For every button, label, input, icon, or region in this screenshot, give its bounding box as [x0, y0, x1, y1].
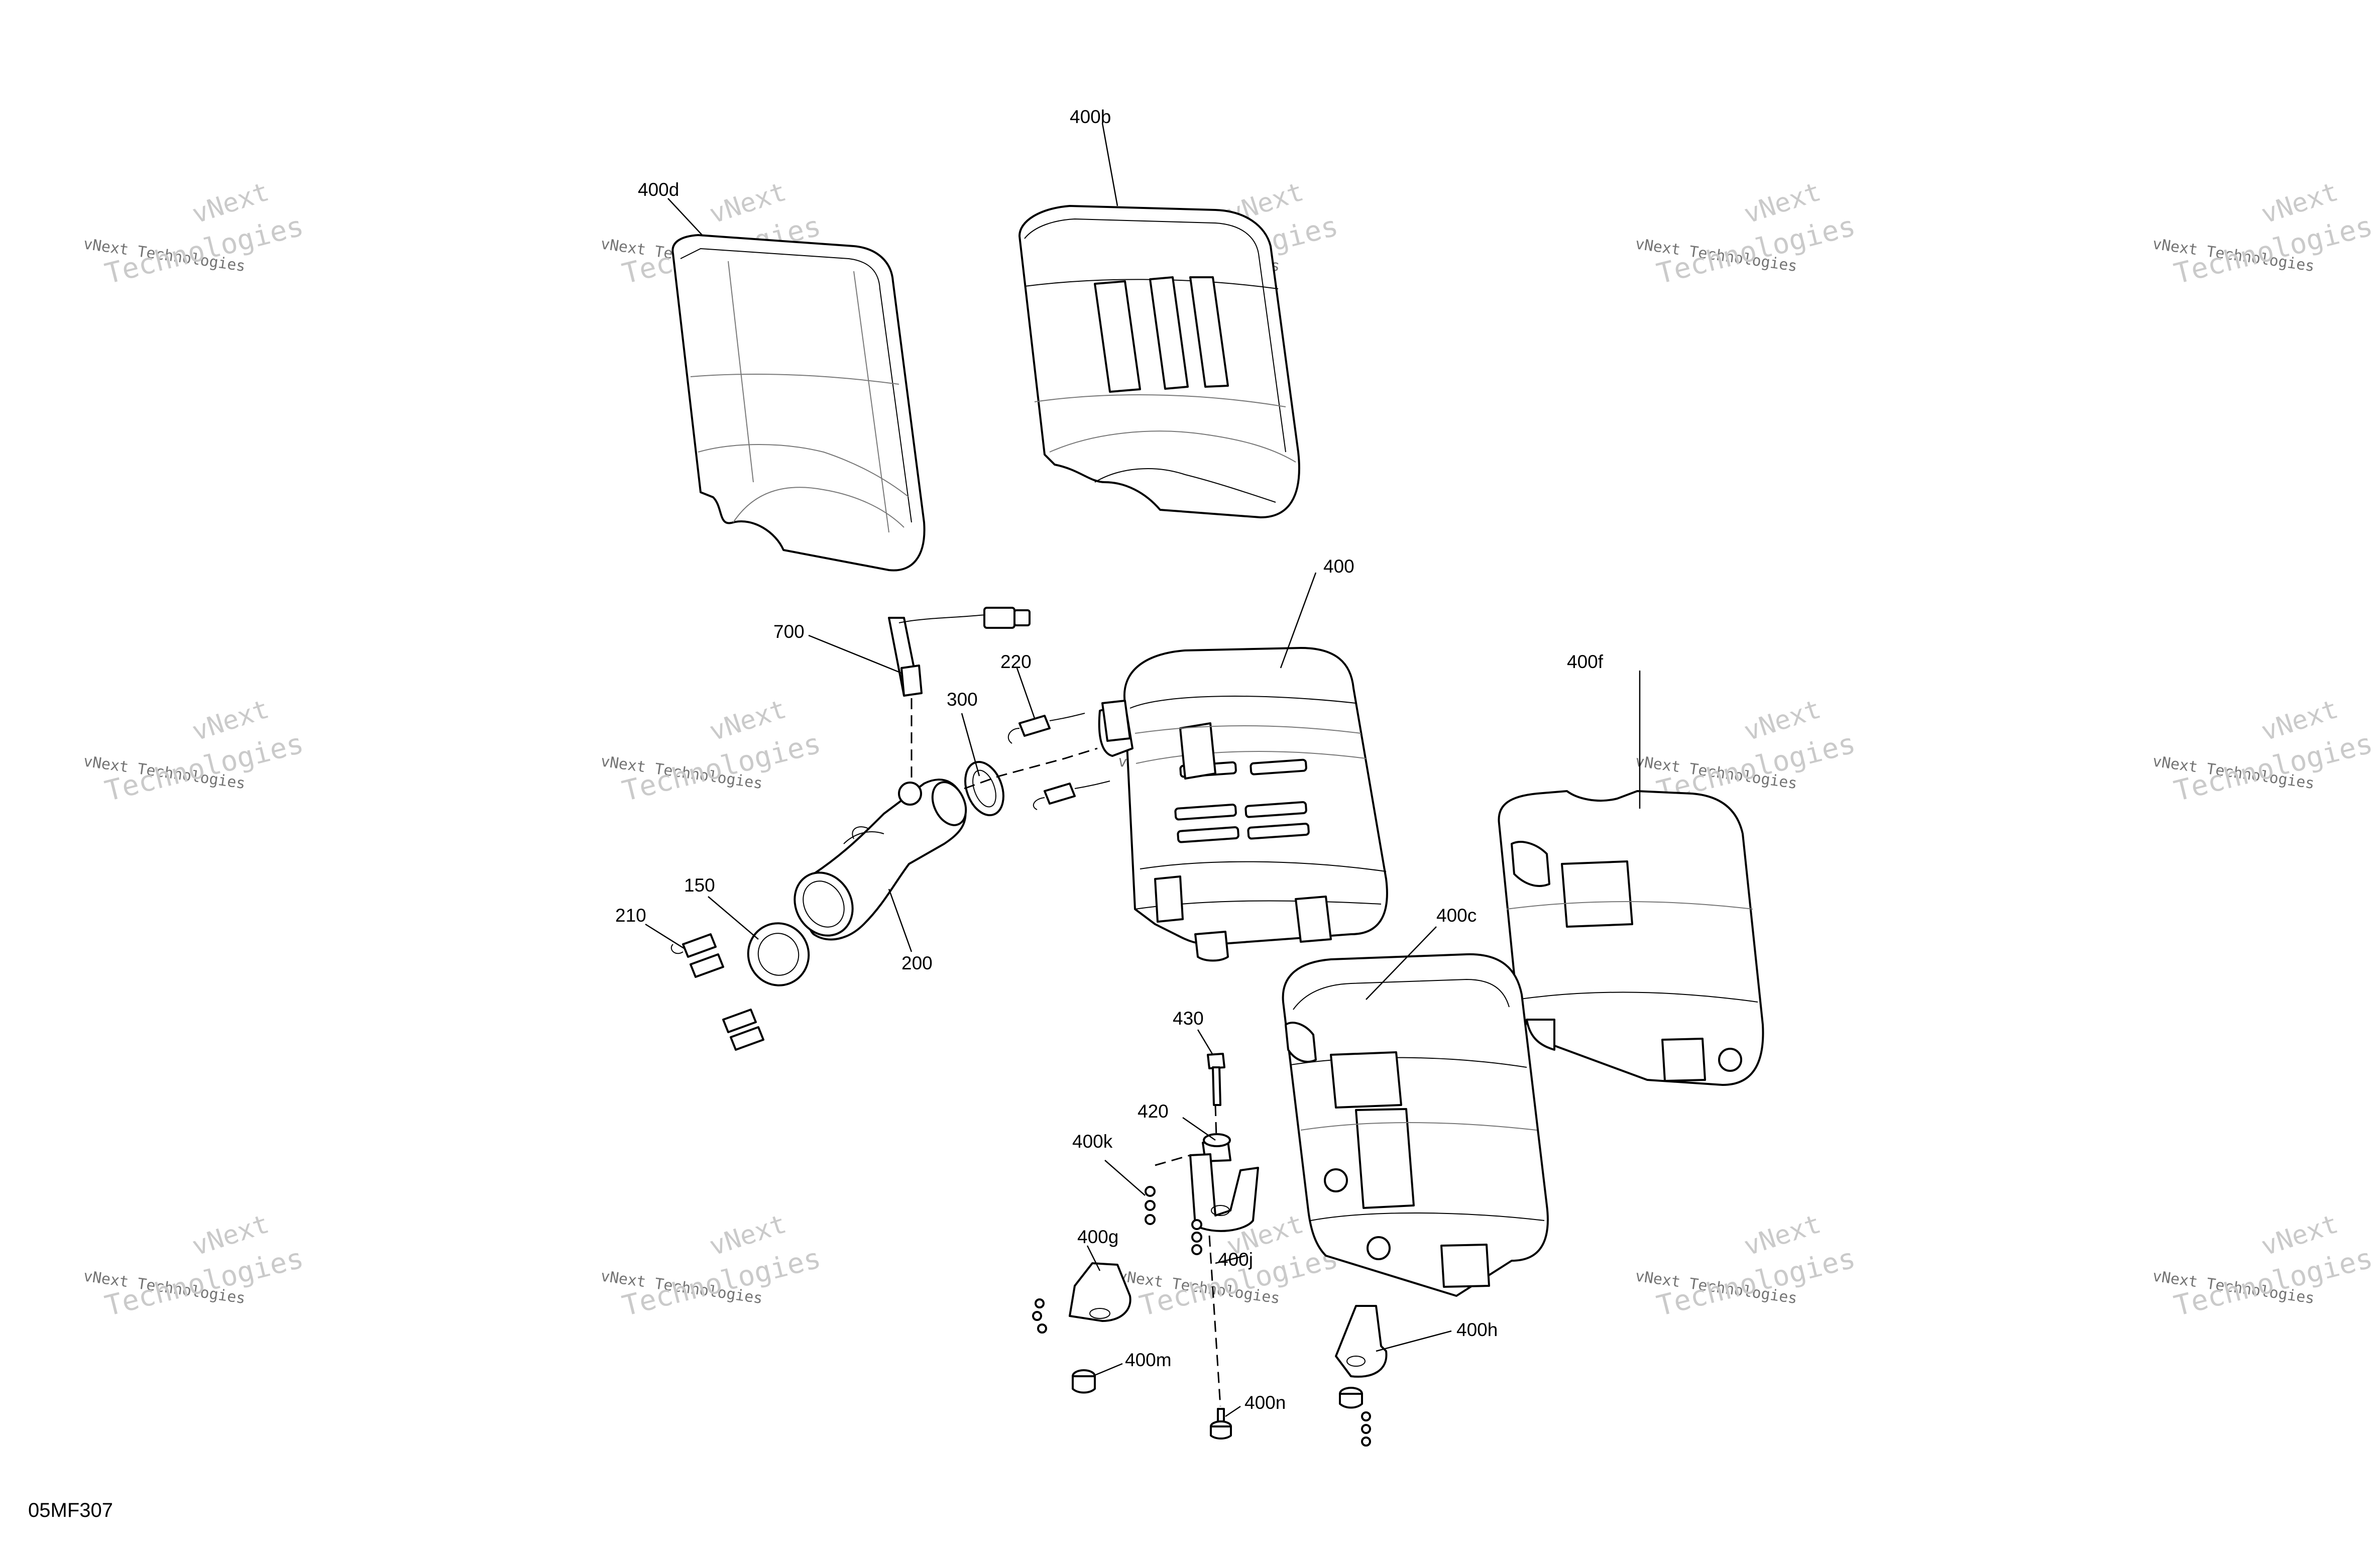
callout-220: 220 [1000, 651, 1032, 672]
callout-200: 200 [901, 953, 933, 973]
part-700-oxygen-sensor [888, 607, 1031, 697]
part-400d-cover [671, 234, 926, 572]
part-400c-side-cover [1282, 953, 1549, 1297]
part-400k-bracket [1145, 1153, 1259, 1255]
part-400h-bracket [1335, 1305, 1388, 1447]
callout-400g: 400g [1077, 1227, 1118, 1247]
leader-lines [645, 123, 1641, 1417]
part-210-springs [670, 933, 764, 1051]
part-400b-slotted-cover [1018, 205, 1300, 518]
callout-430: 430 [1173, 1008, 1204, 1029]
part-400f-heat-shield [1498, 790, 1764, 1086]
part-400-muffler-body [1098, 647, 1388, 962]
part-400n-stud-mount [1210, 1408, 1232, 1440]
part-400m-mount [1072, 1369, 1096, 1394]
callout-150: 150 [684, 875, 715, 896]
callout-700: 700 [773, 621, 805, 642]
callout-labels: 400b 400d 400 400f 700 220 300 150 210 2… [615, 106, 1604, 1413]
callout-400c: 400c [1436, 905, 1477, 926]
callout-400d: 400d [638, 179, 679, 200]
diagram-code: 05MF307 [28, 1499, 113, 1521]
callout-400j: 400j [1218, 1249, 1253, 1270]
callout-400f: 400f [1567, 651, 1604, 672]
callout-400n: 400n [1244, 1392, 1286, 1413]
callout-400h: 400h [1456, 1319, 1498, 1340]
callout-400k: 400k [1072, 1131, 1113, 1152]
callout-400b: 400b [1070, 106, 1111, 127]
part-430-bolt [1207, 1053, 1225, 1106]
part-300-gasket [964, 760, 1004, 817]
part-200-exhaust-pipe [794, 779, 967, 941]
callout-400: 400 [1323, 556, 1354, 577]
assembly-axes [911, 698, 1221, 1407]
callout-400m: 400m [1125, 1350, 1172, 1370]
callout-420: 420 [1138, 1101, 1169, 1122]
callout-300: 300 [947, 689, 978, 710]
part-150-clamp-ring [747, 922, 810, 986]
part-220-springs [1007, 700, 1131, 810]
part-400g-bracket [1032, 1262, 1131, 1334]
callout-210: 210 [615, 905, 646, 926]
